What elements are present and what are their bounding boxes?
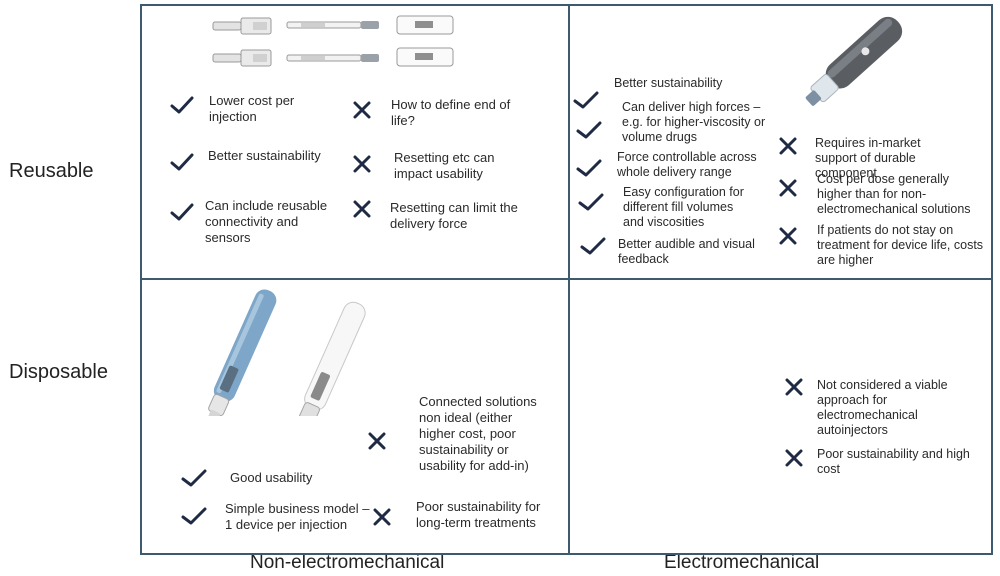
pen-body-component-icon — [396, 15, 454, 35]
reusable-pen-components-illustration — [212, 15, 454, 67]
disposable-non-pro-1: Good usability — [230, 470, 313, 485]
blue-disposable-pen-icon — [208, 289, 277, 416]
reusable-non-pro-3: Can include reusable connectivity and se… — [205, 198, 328, 245]
check-icon — [576, 120, 602, 140]
white-disposable-pen-icon — [298, 301, 366, 416]
reusable-em-pro-5: Better audible and visual feedback — [618, 237, 755, 266]
row-label-disposable: Disposable — [9, 361, 108, 383]
col-label-electromechanical: Electromechanical — [664, 552, 820, 573]
check-icon — [578, 192, 604, 212]
reusable-non-pro-1: Lower cost per injection — [209, 93, 295, 124]
check-icon — [170, 152, 194, 172]
reusable-em-con-3: If patients do not stay on treatment for… — [817, 223, 984, 267]
cross-icon — [352, 199, 372, 219]
cross-icon — [784, 377, 804, 397]
cross-icon — [778, 136, 798, 156]
check-icon — [181, 506, 207, 526]
reusable-em-pro-4: Easy configuration for different fill vo… — [623, 185, 744, 229]
row-label-reusable: Reusable — [9, 160, 94, 182]
cross-icon — [784, 448, 804, 468]
check-icon — [181, 468, 207, 488]
check-icon — [580, 236, 606, 256]
reusable-non-con-2: Resetting etc can impact usability — [394, 150, 495, 181]
disposable-em-con-2: Poor sustainability and high cost — [817, 447, 970, 476]
pen-cap-component-icon — [212, 17, 272, 35]
reusable-non-con-3: Resetting can limit the delivery force — [390, 200, 518, 231]
reusable-em-pro-3: Force controllable across whole delivery… — [617, 150, 757, 179]
check-icon — [573, 90, 599, 110]
cross-icon — [778, 226, 798, 246]
electromechanical-device-illustration — [805, 16, 903, 106]
reusable-em-con-2: Cost per dose generally higher than for … — [817, 172, 971, 216]
cartridge-component-icon — [286, 21, 379, 29]
check-icon — [576, 158, 602, 178]
cross-icon — [372, 507, 392, 527]
disposable-non-pro-2: Simple business model – 1 device per inj… — [225, 501, 370, 532]
cell-disposable-electromechanical — [568, 278, 993, 555]
cross-icon — [352, 100, 372, 120]
cross-icon — [367, 431, 387, 451]
disposable-em-con-1: Not considered a viable approach for ele… — [817, 378, 948, 437]
cross-icon — [778, 178, 798, 198]
disposable-non-con-2: Poor sustainability for long-term treatm… — [416, 499, 541, 530]
reusable-em-pro-2: Can deliver high forces – e.g. for highe… — [622, 100, 766, 144]
reusable-em-con-1: Requires in-market support of durable co… — [815, 136, 921, 180]
col-label-non-electromechanical: Non-electromechanical — [250, 552, 445, 573]
reusable-em-pro-1: Better sustainability — [614, 76, 723, 90]
cross-icon — [352, 154, 372, 174]
check-icon — [170, 95, 194, 115]
disposable-non-con-1: Connected solutions non ideal (either hi… — [419, 394, 537, 473]
reusable-non-pro-2: Better sustainability — [208, 148, 321, 163]
disposable-pens-illustration — [208, 289, 366, 416]
reusable-non-con-1: How to define end of life? — [391, 97, 511, 128]
check-icon — [170, 202, 194, 222]
